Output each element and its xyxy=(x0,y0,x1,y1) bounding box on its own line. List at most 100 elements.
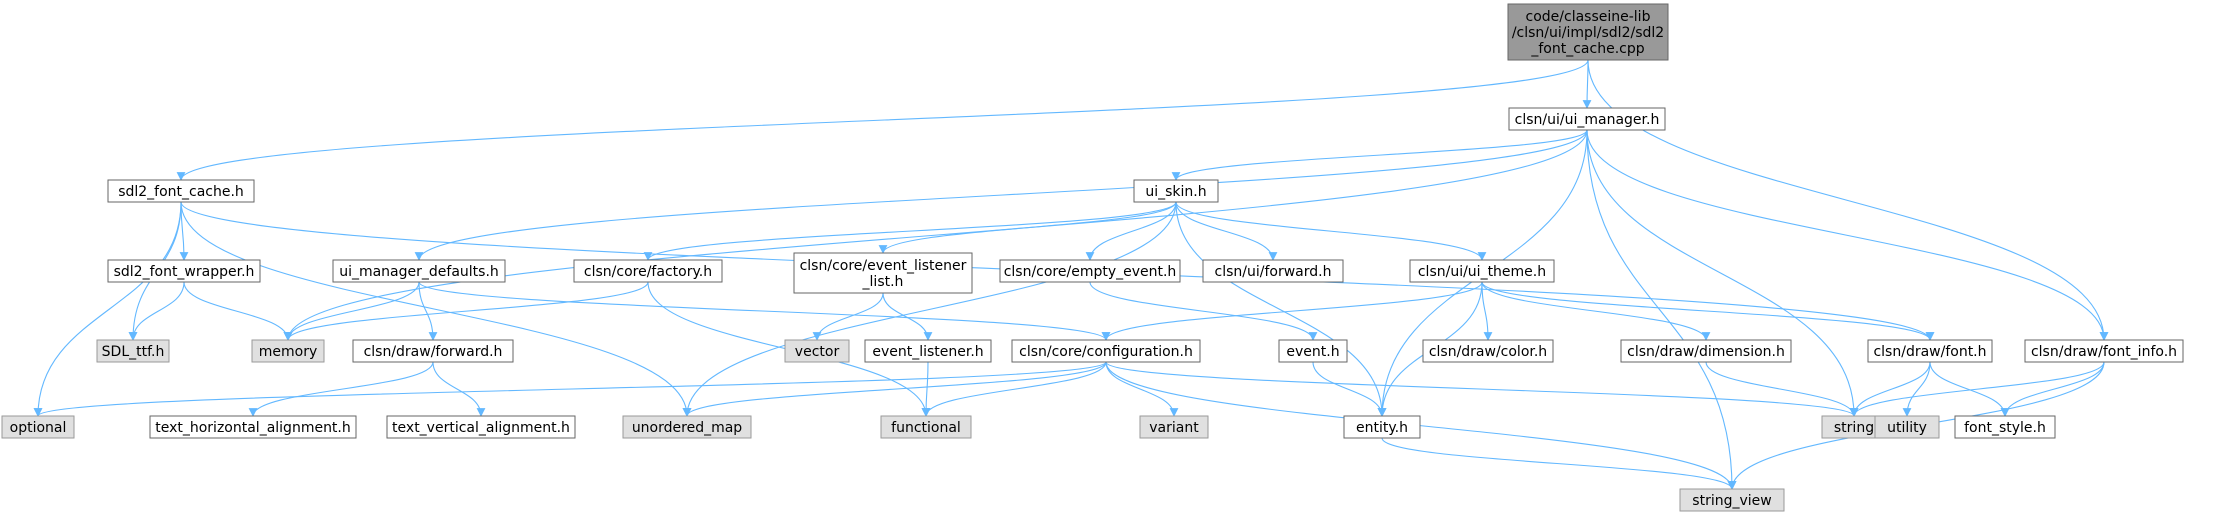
node-ui-skin[interactable]: ui_skin.h xyxy=(1133,179,1219,203)
node-ui-theme[interactable]: clsn/ui/ui_theme.h xyxy=(1409,259,1555,283)
node-label: clsn/ui/forward.h xyxy=(1215,264,1332,280)
edge-root-to-ui-manager xyxy=(1582,59,1592,109)
node-box xyxy=(1507,3,1669,61)
node-string: string xyxy=(1821,415,1887,439)
node-sdl-ttf: SDL_ttf.h xyxy=(96,339,170,363)
node-box xyxy=(332,259,506,283)
node-box xyxy=(1011,339,1201,363)
node-ui-manager[interactable]: clsn/ui/ui_manager.h xyxy=(1508,107,1666,131)
node-draw-forward[interactable]: clsn/draw/forward.h xyxy=(352,339,514,363)
node-label: SDL_ttf.h xyxy=(102,344,165,360)
node-label: string_view xyxy=(1692,493,1771,509)
node-label: clsn/ui/ui_theme.h xyxy=(1418,264,1546,280)
edge-draw-font-info-to-font-style xyxy=(2000,361,2105,417)
node-label: variant xyxy=(1149,420,1199,436)
edge-sdl2-font-cache-to-optional xyxy=(33,201,182,417)
node-label: clsn/draw/color.h xyxy=(1429,344,1547,360)
node-box xyxy=(1679,488,1785,512)
node-box xyxy=(1343,415,1421,439)
edge-ui-skin-to-unordered-map xyxy=(682,201,1177,417)
edge-ui-theme-to-draw-color xyxy=(1481,281,1493,341)
edge-ui-skin-to-ui-forward xyxy=(1175,201,1278,261)
node-utility: utility xyxy=(1874,415,1940,439)
edge-core-configuration-to-functional xyxy=(921,361,1107,417)
edge-ui-skin-to-core-factory xyxy=(643,201,1177,261)
node-label: font_style.h xyxy=(1964,420,2046,436)
node-box xyxy=(1133,179,1219,203)
edge-ui-skin-to-entity xyxy=(1175,201,1387,417)
node-label: clsn/draw/font_info.h xyxy=(2031,344,2177,360)
node-ui-forward[interactable]: clsn/ui/forward.h xyxy=(1202,259,1344,283)
node-label: entity.h xyxy=(1356,420,1408,436)
node-memory: memory xyxy=(251,339,325,363)
edge-root-to-draw-font-info xyxy=(1587,59,2109,341)
edge-draw-font-to-font-style xyxy=(1929,361,2010,417)
node-box xyxy=(1409,259,1555,283)
edge-ui-theme-to-draw-dimension xyxy=(1481,281,1711,341)
node-vector: vector xyxy=(784,339,850,363)
edge-core-configuration-to-optional xyxy=(33,361,1107,417)
node-box xyxy=(880,415,972,439)
node-root[interactable]: code/classeine-lib/clsn/ui/impl/sdl2/sdl… xyxy=(1507,3,1669,61)
edge-ui-manager-defaults-to-core-configuration xyxy=(418,281,1111,341)
edge-ui-theme-to-core-configuration xyxy=(1101,281,1483,341)
node-draw-color[interactable]: clsn/draw/color.h xyxy=(1422,339,1554,363)
node-entity[interactable]: entity.h xyxy=(1343,415,1421,439)
edge-draw-forward-to-text-horizontal-alignment xyxy=(248,361,434,417)
node-label: memory xyxy=(259,344,318,360)
node-label: code/classeine-lib xyxy=(1526,9,1651,25)
node-ui-manager-defaults[interactable]: ui_manager_defaults.h xyxy=(332,259,506,283)
node-draw-font-info[interactable]: clsn/draw/font_info.h xyxy=(2024,339,2184,363)
edge-ui-skin-to-core-empty-event xyxy=(1085,201,1177,261)
node-draw-dimension[interactable]: clsn/draw/dimension.h xyxy=(1620,339,1792,363)
node-box xyxy=(1,415,75,439)
node-box xyxy=(793,252,973,294)
node-optional: optional xyxy=(1,415,75,439)
edge-core-factory-to-memory xyxy=(283,281,649,341)
edge-sdl2-font-wrapper-to-sdl-ttf xyxy=(128,281,185,341)
edge-event-to-entity xyxy=(1312,361,1387,417)
node-core-event-listener-list[interactable]: clsn/core/event_listener_list.h xyxy=(793,252,973,294)
node-label: text_vertical_alignment.h xyxy=(392,420,570,436)
node-label: string xyxy=(1834,420,1874,436)
node-draw-font[interactable]: clsn/draw/font.h xyxy=(1867,339,1993,363)
node-box xyxy=(1508,107,1666,131)
node-label: event_listener.h xyxy=(872,344,983,360)
node-label: utility xyxy=(1887,420,1927,436)
node-text-horizontal-alignment[interactable]: text_horizontal_alignment.h xyxy=(149,415,357,439)
node-box xyxy=(864,339,992,363)
node-box xyxy=(784,339,850,363)
node-box xyxy=(1867,339,1993,363)
edge-ui-manager-to-draw-font-info xyxy=(1586,129,2109,341)
edge-core-configuration-to-string xyxy=(1105,361,1859,417)
node-unordered-map: unordered_map xyxy=(622,415,752,439)
edge-draw-font-to-string xyxy=(1849,361,1931,417)
edge-sdl2-font-cache-to-unordered-map xyxy=(180,201,692,417)
node-sdl2-font-cache[interactable]: sdl2_font_cache.h xyxy=(107,179,255,203)
edge-entity-to-string-view xyxy=(1381,437,1737,490)
edge-ui-manager-defaults-to-memory xyxy=(283,281,420,341)
node-core-configuration[interactable]: clsn/core/configuration.h xyxy=(1011,339,1201,363)
node-label: clsn/ui/ui_manager.h xyxy=(1515,112,1660,128)
edge-event-listener-to-functional xyxy=(921,361,931,417)
node-box xyxy=(1139,415,1209,439)
node-label: sdl2_font_wrapper.h xyxy=(114,264,255,280)
node-text-vertical-alignment[interactable]: text_vertical_alignment.h xyxy=(386,415,576,439)
node-label: _font_cache.cpp xyxy=(1530,41,1644,57)
edge-ui-skin-to-core-event-listener-list xyxy=(878,201,1177,254)
node-event-listener[interactable]: event_listener.h xyxy=(864,339,992,363)
node-box xyxy=(107,259,261,283)
edge-draw-font-info-to-string xyxy=(1849,361,2105,417)
node-font-style[interactable]: font_style.h xyxy=(1954,415,2056,439)
node-event[interactable]: event.h xyxy=(1278,339,1348,363)
edge-draw-forward-to-text-vertical-alignment xyxy=(432,361,486,417)
node-label: functional xyxy=(891,420,961,436)
node-core-empty-event[interactable]: clsn/core/empty_event.h xyxy=(999,259,1181,283)
node-box xyxy=(2024,339,2184,363)
node-sdl2-font-wrapper[interactable]: sdl2_font_wrapper.h xyxy=(107,259,261,283)
node-box xyxy=(622,415,752,439)
node-box xyxy=(1874,415,1940,439)
node-core-factory[interactable]: clsn/core/factory.h xyxy=(573,259,723,283)
node-label: unordered_map xyxy=(632,420,742,436)
